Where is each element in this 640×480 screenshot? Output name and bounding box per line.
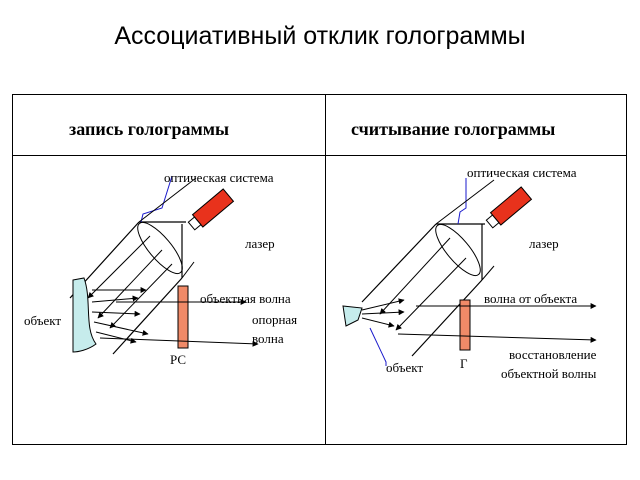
column-divider: [325, 95, 326, 444]
left-recording-scheme: [69, 175, 259, 355]
laser-left: [187, 188, 235, 231]
object-pointer-right: [369, 327, 387, 366]
label-reconstruction-2: объектной волны: [501, 366, 597, 381]
left-header: запись голограммы: [69, 119, 230, 139]
plate-rs: [177, 285, 189, 349]
label-optical-system-right: оптическая система: [467, 165, 577, 180]
laser-right: [485, 186, 533, 229]
label-reconstruction-1: восстановление: [509, 347, 597, 362]
label-reference-wave-1: опорная: [252, 312, 298, 327]
label-optical-system-left: оптическая система: [164, 170, 274, 185]
page-title: Ассоциативный отклик голограммы: [114, 22, 526, 50]
right-header: считывание голограммы: [351, 119, 556, 139]
plate-g: [459, 299, 471, 351]
label-object-right: объект: [386, 360, 424, 375]
label-plate-g: Г: [460, 356, 468, 371]
label-laser-right: лазер: [529, 236, 559, 251]
lens-right: [435, 223, 485, 280]
optical-pointer-right: [457, 178, 467, 225]
label-laser-left: лазер: [245, 236, 275, 251]
lens-left: [137, 221, 186, 278]
label-plate-rs: РС: [170, 352, 187, 367]
label-object-left: объект: [24, 313, 62, 328]
header-divider: [13, 155, 626, 156]
right-reading-scheme: [342, 178, 597, 366]
object-right: [342, 305, 363, 327]
diagram-table: запись голограммы считывание голограммы: [12, 94, 627, 445]
label-reference-wave-2: волна: [252, 331, 284, 346]
label-wave-from-object: волна от объекта: [484, 291, 578, 306]
object-left: [72, 277, 97, 353]
label-object-wave: объектная волна: [200, 291, 291, 306]
